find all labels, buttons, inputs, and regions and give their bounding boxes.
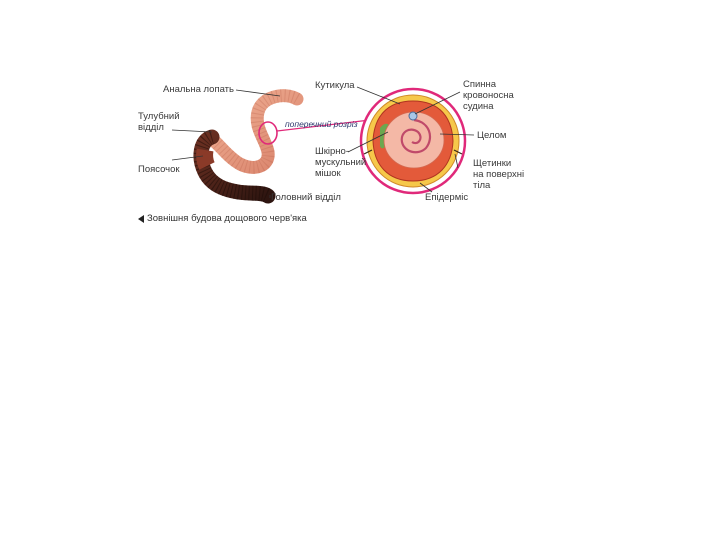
setae-right: [453, 149, 463, 155]
worm-segment-lines: [206, 89, 301, 174]
label-cross-section: поперечний розріз: [285, 119, 358, 129]
caption-arrow-icon: [138, 215, 144, 223]
cross-section-marker: [258, 121, 278, 145]
label-head-section: Головний відділ: [271, 192, 341, 203]
label-coelom: Целом: [477, 130, 507, 141]
label-epidermis: Епідерміс: [425, 192, 469, 203]
label-dorsal-vessel: Спинна кровоносна судина: [463, 79, 514, 112]
label-setae: Щетинки на поверхні тіла: [473, 158, 525, 191]
worm-body-light: [203, 89, 304, 174]
leader-lines: [171, 86, 475, 198]
label-belt: Поясочок: [138, 164, 180, 175]
worm-belt: [196, 148, 215, 170]
figure-caption: Зовнішня будова дощового черв'яка: [147, 213, 307, 224]
setae-left: [363, 149, 373, 155]
label-muscle-sac: Шкірно- мускульний мішок: [315, 146, 367, 179]
label-anal-lobe: Анальна лопать: [163, 84, 234, 95]
label-cuticle: Кутикула: [315, 80, 355, 91]
label-tail-section: Тулубний відділ: [138, 111, 180, 133]
cross-section-connector: [276, 119, 371, 132]
intestine: [400, 118, 432, 154]
